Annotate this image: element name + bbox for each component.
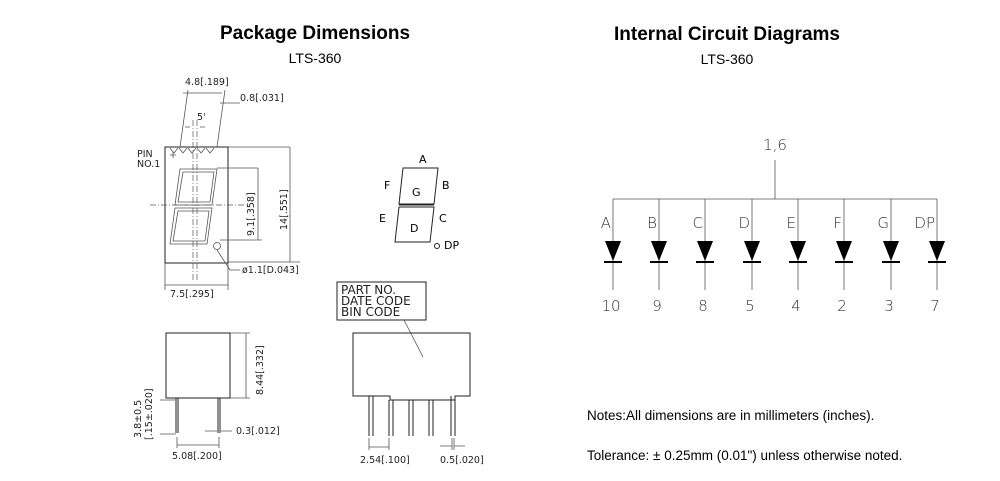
dim-body-width: 7.5[.295]	[170, 289, 214, 300]
pin-number: 10	[601, 297, 620, 315]
dim-width-top: 4.8[.189]	[185, 77, 229, 88]
side-view: 8.44[.332] 3.8±0.5 [.15±.020] 0.3[.012] …	[133, 332, 280, 462]
segment-label: C	[693, 214, 703, 232]
dim-pin-thickness: 0.3[.012]	[236, 426, 280, 437]
segment-label: A	[601, 214, 611, 232]
segment-label-a: A	[419, 153, 427, 166]
segment-layout: A B C D E F G DP	[379, 153, 459, 252]
diode-symbol-icon	[836, 241, 852, 261]
segment-label-d: D	[410, 222, 418, 235]
notes-tolerance: Tolerance: ± 0.25mm (0.01") unless other…	[587, 448, 902, 463]
segment-label-c: C	[439, 212, 447, 225]
pin-number: 7	[930, 297, 940, 315]
diode-symbol-icon	[929, 241, 945, 261]
pin-number: 5	[745, 297, 755, 315]
label-bin-code: BIN CODE	[341, 305, 400, 319]
dim-pin-length-mm: 3.8±0.5	[133, 400, 144, 438]
diode-dp: DP 7	[914, 199, 946, 315]
pin1-label: PIN	[137, 149, 153, 160]
diode-a: A 10	[601, 199, 622, 315]
segment-label-b: B	[442, 179, 450, 192]
package-dimensions-title: Package Dimensions	[220, 23, 410, 44]
segment-label: G	[877, 214, 889, 232]
common-bus	[613, 160, 937, 200]
common-anode-pins: 1,6	[763, 136, 787, 154]
segment-label: D	[738, 214, 750, 232]
diode-c: C8	[693, 199, 714, 315]
diode-symbol-icon	[790, 241, 806, 261]
segment-label-f: F	[384, 179, 390, 192]
dim-segment-width: 0.8[.031]	[240, 93, 284, 104]
dim-body-height: 14[.551]	[279, 189, 290, 230]
segment-label: DP	[914, 214, 935, 232]
segment-label: F	[833, 214, 842, 232]
pin-number: 8	[698, 297, 708, 315]
dim-dp-diameter: ø1.1[D.043]	[242, 265, 299, 276]
circuit-model: LTS-360	[701, 51, 754, 67]
pin-number: 3	[884, 297, 894, 315]
diode-g: G3	[877, 199, 900, 315]
label-part-no: PART NO.	[341, 283, 396, 297]
segment-label-g: G	[412, 186, 421, 199]
diode-symbol-icon	[651, 241, 667, 261]
diode-f: F2	[833, 199, 853, 315]
circuit-diagram-title: Internal Circuit Diagrams	[614, 24, 840, 45]
dim-slant: 5'	[197, 112, 206, 123]
notes-units: Notes:All dimensions are in millimeters …	[587, 408, 874, 423]
diode-symbol-icon	[697, 241, 713, 261]
diode-e: E4	[787, 199, 807, 315]
diode-d: D5	[738, 199, 761, 315]
segment-label-e: E	[379, 212, 386, 225]
pin-number: 4	[791, 297, 801, 315]
end-view: PART NO. DATE CODE BIN CODE 2.54[.100] 0…	[336, 281, 484, 466]
segment-label-dp: DP	[444, 239, 459, 252]
dim-digit-height: 9.1[.358]	[246, 192, 257, 236]
diode-b: B9	[647, 199, 668, 315]
front-view: 4.8[.189] 0.8[.031] 5' PIN NO.1 9.1[.358…	[137, 77, 300, 300]
dim-pin-width: 0.5[.020]	[440, 455, 484, 466]
pin1-label-2: NO.1	[137, 159, 160, 170]
segment-label: E	[787, 214, 796, 232]
label-date-code: DATE CODE	[341, 294, 411, 308]
dim-pin-length-in: [.15±.020]	[144, 388, 155, 440]
diode-symbol-icon	[744, 241, 760, 261]
dim-row-spacing: 5.08[.200]	[172, 451, 222, 462]
diode-symbol-icon	[883, 241, 899, 261]
diode-symbol-icon	[605, 241, 621, 261]
package-model: LTS-360	[289, 50, 342, 66]
pin-number: 2	[837, 297, 847, 315]
dim-pin-pitch: 2.54[.100]	[360, 455, 410, 466]
segment-label: B	[647, 214, 657, 232]
dim-side-height: 8.44[.332]	[255, 345, 266, 395]
pin-number: 9	[652, 297, 662, 315]
